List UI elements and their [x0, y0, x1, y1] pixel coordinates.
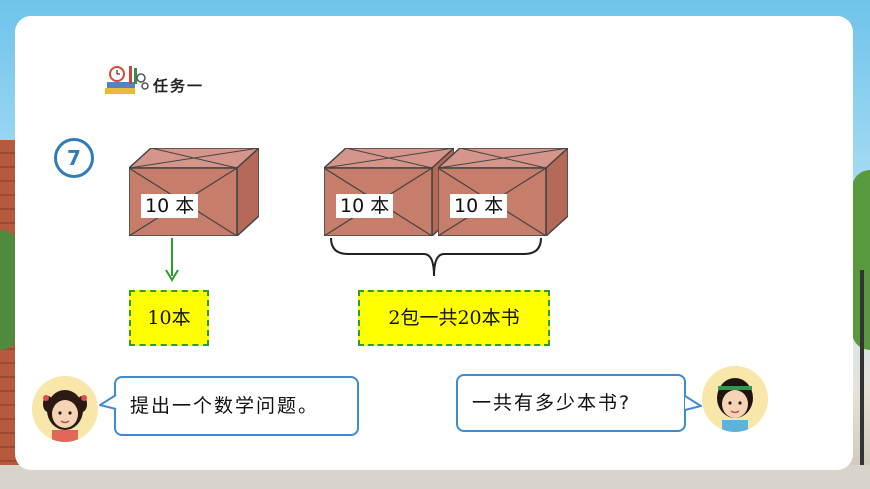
- package-shape: [438, 148, 568, 236]
- curly-brace: [330, 237, 542, 277]
- package-label: 10 本: [450, 194, 508, 218]
- speech-bubble-left: 提出一个数学问题。: [114, 376, 359, 436]
- package-shape: [324, 148, 454, 236]
- girl-avatar-left: [32, 376, 98, 442]
- speech-bubble-tail-left: [99, 394, 117, 410]
- girl-avatar-right: [702, 366, 768, 432]
- speech-bubble-tail-right: [684, 395, 702, 411]
- book-package-2: 10 本: [324, 148, 454, 236]
- package-shape: [129, 148, 259, 236]
- single-package-count: 10本: [129, 290, 209, 346]
- task-title: 任务一: [153, 77, 205, 95]
- speech-bubble-right: 一共有多少本书?: [456, 374, 686, 432]
- problem-number-badge: 7: [54, 138, 94, 178]
- book-package-3: 10 本: [438, 148, 568, 236]
- total-books-statement: 2包一共20本书: [358, 290, 550, 346]
- background-lamp-post: [860, 270, 864, 470]
- down-arrow-icon: [165, 238, 179, 282]
- book-package-1: 10 本: [129, 148, 259, 236]
- package-label: 10 本: [336, 194, 394, 218]
- stationery-icon: [105, 66, 149, 94]
- background-tree-right: [852, 170, 870, 350]
- package-label: 10 本: [141, 194, 199, 218]
